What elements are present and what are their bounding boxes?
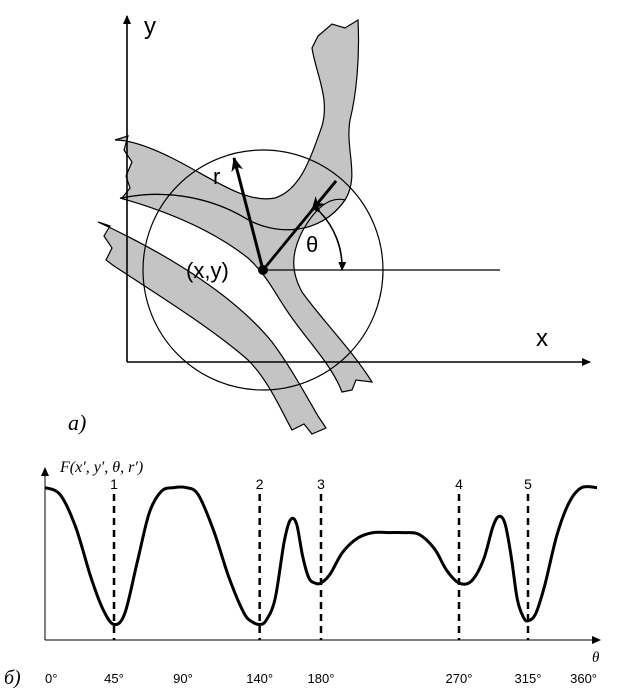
center-point <box>258 265 268 275</box>
angle-label: θ <box>306 232 318 257</box>
x-tick-label: 0° <box>45 671 57 686</box>
chart-b: F(x′, y′, θ, r′) θ б) 1 2 3 4 5 0° 45° 90° 140°… <box>4 459 601 688</box>
minimum-label-5: 5 <box>524 476 532 492</box>
minima-lines: 1 2 3 4 5 <box>110 476 532 640</box>
x-tick-label: 180° <box>308 671 335 686</box>
radius-arrow <box>231 157 265 271</box>
x-tick-label: 45° <box>104 671 124 686</box>
x-tick-label: 270° <box>446 671 473 686</box>
diagram-a: y x r θ (x,y) а) <box>68 13 591 435</box>
x-tick-label: 360° <box>570 671 597 686</box>
x-tick-label: 140° <box>246 671 273 686</box>
chart-xlabel: θ <box>592 650 600 666</box>
radius-label: r <box>213 164 220 189</box>
caption-a: а) <box>68 410 86 435</box>
angle-arc <box>311 203 347 271</box>
x-tick-label: 315° <box>515 671 542 686</box>
x-tick-label: 90° <box>173 671 193 686</box>
minimum-label-1: 1 <box>110 476 118 492</box>
y-axis-label: y <box>144 13 156 40</box>
minimum-label-2: 2 <box>256 476 264 492</box>
minimum-label-3: 3 <box>317 476 325 492</box>
ridge-band-lower <box>97 221 327 435</box>
x-axis-label: x <box>536 325 548 352</box>
x-tick-labels: 0° 45° 90° 140° 180° 270° 315° 360° <box>45 671 597 686</box>
series-curve <box>44 485 598 627</box>
center-label: (x,y) <box>186 258 229 283</box>
chart-ylabel: F(x′, y′, θ, r′) <box>59 459 143 476</box>
minimum-label-4: 4 <box>455 476 463 492</box>
caption-b: б) <box>4 667 21 688</box>
